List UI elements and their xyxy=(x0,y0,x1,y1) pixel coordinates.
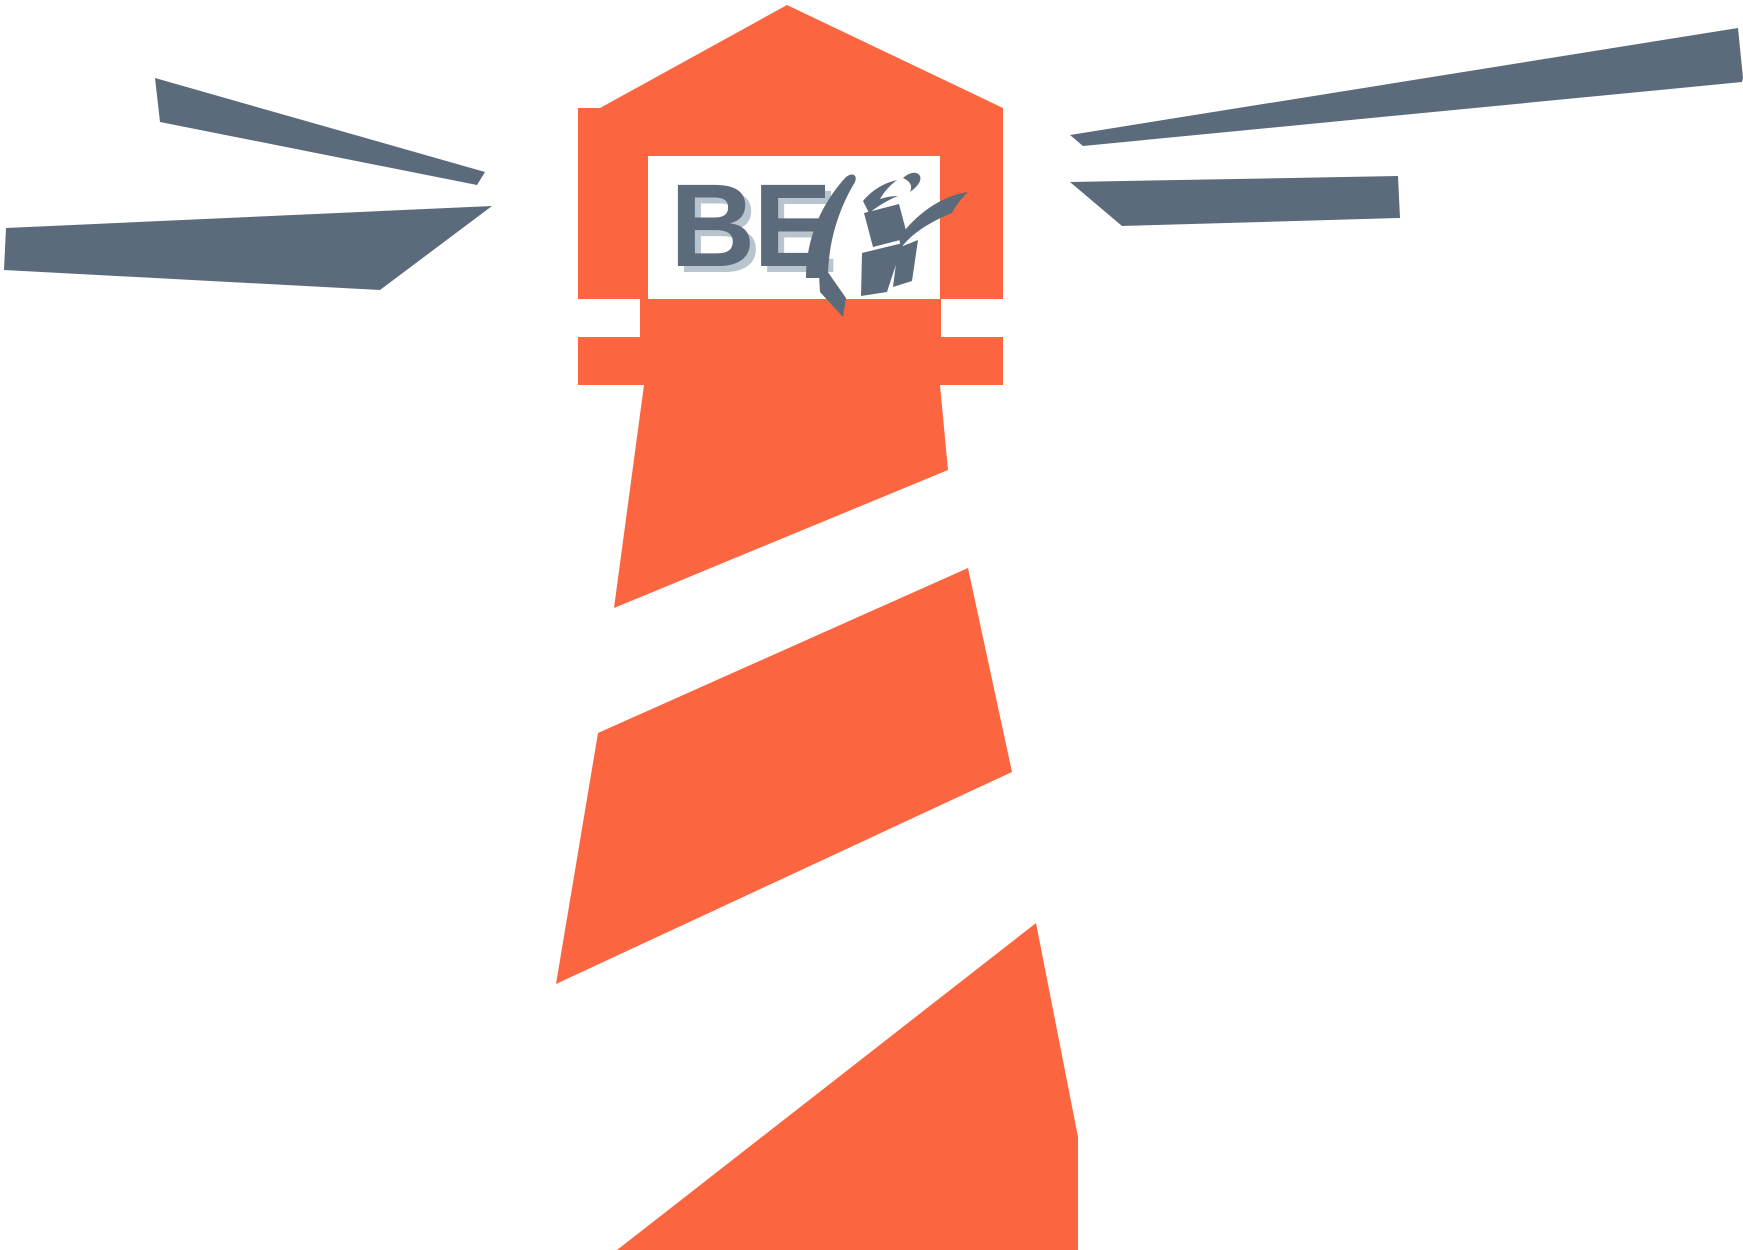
tower-stripe-middle xyxy=(556,568,1012,984)
celebrating-figure-mark xyxy=(806,172,968,317)
figure-body-wedge-icon xyxy=(861,243,903,296)
figure-apostrophe-icon xyxy=(903,172,921,192)
gallery-notch-right xyxy=(941,299,1003,337)
right-light-rays xyxy=(1070,28,1743,226)
figure-arm-right-icon xyxy=(899,192,968,248)
gallery-notch-left xyxy=(578,299,640,337)
tower-stripe-upper xyxy=(614,385,948,608)
right-ray-lower-icon xyxy=(1070,176,1400,226)
figure-arm-right-fill-icon xyxy=(893,240,918,287)
tower-stripe-lower xyxy=(617,923,1078,1250)
lantern-top-band xyxy=(578,108,1003,156)
figure-head-square-icon xyxy=(864,204,908,247)
wordmark-be-label: BE xyxy=(670,160,830,292)
figure-hand-flourish-icon xyxy=(863,180,898,213)
figure-leg-fill-icon xyxy=(818,258,846,317)
left-ray-lower-icon xyxy=(4,206,492,290)
left-light-rays xyxy=(4,78,492,290)
figure-arm-left-icon xyxy=(806,174,856,278)
left-ray-upper-icon xyxy=(155,78,485,185)
gallery-band xyxy=(578,299,1003,385)
gallery-deck xyxy=(578,299,1003,385)
right-ray-upper-icon xyxy=(1070,28,1743,146)
wordmark-be: BE BE xyxy=(670,160,838,298)
